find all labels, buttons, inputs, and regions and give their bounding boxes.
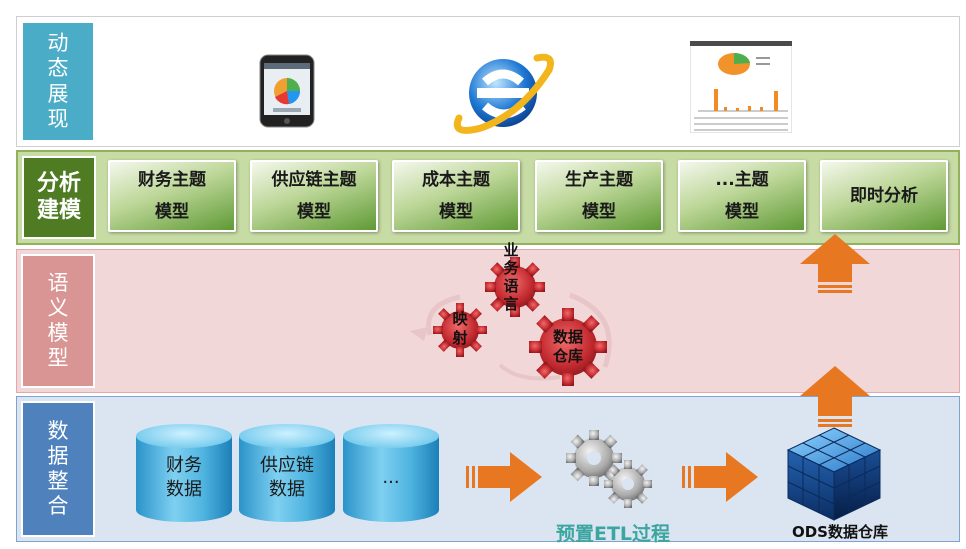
gear-mapping — [433, 303, 487, 357]
source-other-data: ... — [343, 424, 439, 522]
model-production: 生产主题模型 — [535, 160, 663, 232]
semantic-layer: 语义模型 — [16, 249, 960, 393]
gear-business-language-label: 业务语言 — [503, 241, 519, 313]
cycle-arrow-left — [426, 294, 461, 336]
gear-warehouse-label: 数据仓库 — [552, 328, 583, 365]
semantic-layer-label: 语义模型 — [21, 254, 95, 388]
gear-business-language — [485, 257, 545, 317]
gear-mapping-label: 映射 — [452, 310, 468, 347]
model-finance: 财务主题模型 — [108, 160, 236, 232]
data-layer-label: 数据整合 — [21, 401, 95, 537]
ie-browser-icon — [453, 53, 554, 134]
cycle-arrow-right — [569, 292, 612, 368]
ods-caption: ODS数据仓库 — [791, 523, 888, 541]
right-arrow-to-etl — [466, 452, 542, 502]
gear-warehouse — [529, 308, 607, 386]
display-layer-label: 动态展现 — [21, 21, 95, 142]
report-dashboard-icon — [690, 41, 792, 133]
etl-caption: 预置ETL过程 — [555, 523, 671, 545]
right-arrow-to-ods — [682, 452, 758, 502]
smartphone-icon — [259, 54, 315, 128]
model-other: ...主题模型 — [678, 160, 806, 232]
analysis-layer-label: 分析建模 — [22, 156, 96, 239]
source-supply-chain-data: 供应链数据 — [239, 424, 335, 522]
up-arrow-upper — [800, 234, 870, 293]
data-cube-icon — [786, 427, 882, 521]
gears-icon — [566, 430, 652, 508]
model-cost: 成本主题模型 — [392, 160, 520, 232]
model-realtime-analysis: 即时分析 — [820, 160, 948, 232]
semantic-gears-diagram — [410, 257, 612, 386]
source-finance-data: 财务数据 — [136, 424, 232, 522]
up-arrow-lower — [800, 366, 870, 427]
model-supply-chain: 供应链主题模型 — [250, 160, 378, 232]
